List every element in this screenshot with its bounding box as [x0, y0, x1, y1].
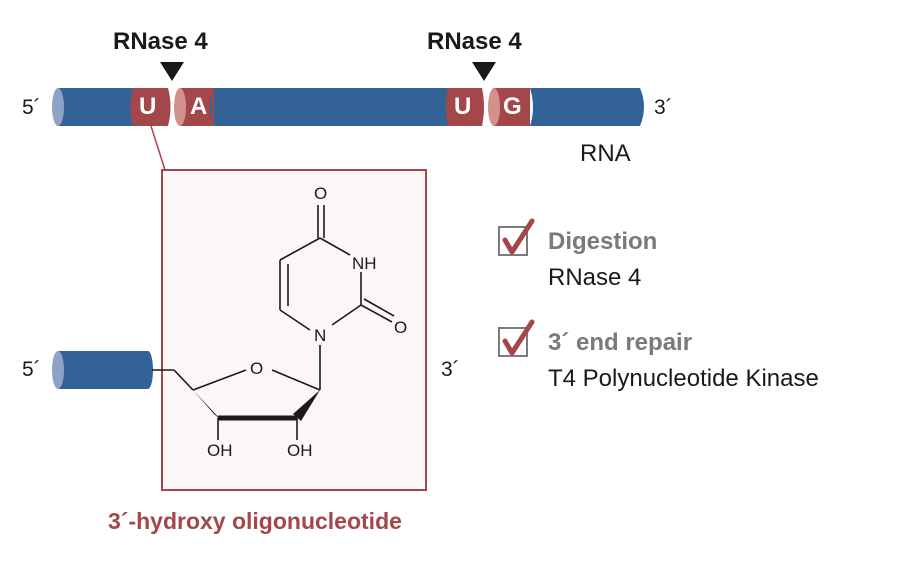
rna-label: RNA — [580, 140, 631, 167]
five-prime-label-product: 5´ — [22, 358, 41, 381]
atom-nh: NH — [352, 254, 377, 273]
step-subtitle-digestion: RNase 4 — [548, 264, 642, 291]
base-a: A — [190, 93, 208, 120]
three-prime-label-product: 3´ — [441, 358, 460, 381]
step-title-end-repair: 3´ end repair — [548, 329, 693, 356]
cleavage-arrow-1 — [160, 62, 184, 81]
oligo-fragment — [52, 351, 153, 389]
rna-strand-top — [52, 88, 644, 126]
step-subtitle-end-repair: T4 Polynucleotide Kinase — [548, 365, 819, 392]
cleavage-arrow-2 — [472, 62, 496, 81]
step-title-digestion: Digestion — [548, 228, 658, 255]
structure-box — [161, 169, 427, 491]
atom-n: N — [314, 326, 327, 345]
atom-o-top: O — [314, 184, 328, 203]
enzyme-label-1: RNase 4 — [113, 28, 208, 55]
atom-o-ring: O — [250, 359, 264, 378]
atom-oh-2prime: OH — [287, 441, 313, 460]
product-caption: 3´-hydroxy oligonucleotide — [108, 508, 402, 534]
checkbox-end-repair — [498, 319, 535, 357]
base-g: G — [503, 93, 522, 120]
atom-o-right: O — [394, 318, 408, 337]
nucleotide-u-1 — [130, 88, 171, 126]
three-prime-label-top: 3´ — [654, 96, 673, 119]
base-u-1: U — [139, 93, 157, 120]
atom-oh-3prime: OH — [207, 441, 233, 460]
uridine-structure — [152, 205, 395, 440]
enzyme-label-2: RNase 4 — [427, 28, 522, 55]
five-prime-label-top: 5´ — [22, 96, 41, 119]
base-u-2: U — [454, 93, 472, 120]
nucleotide-u-2 — [446, 88, 484, 126]
checkbox-digestion — [498, 218, 535, 256]
callout-line — [150, 125, 166, 171]
